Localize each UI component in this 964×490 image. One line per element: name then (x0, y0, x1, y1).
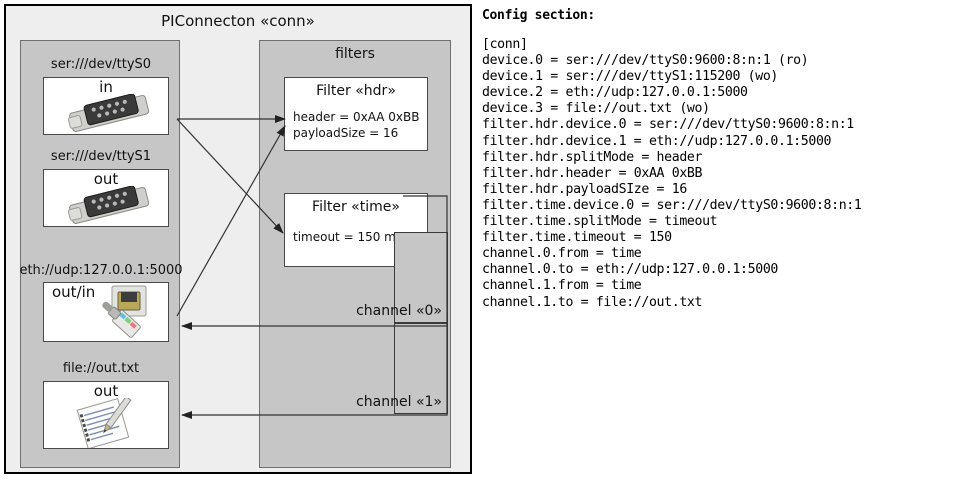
config-line: filter.time.timeout = 150 (482, 230, 672, 246)
config-line: filter.hdr.device.1 = eth://udp:127.0.0.… (482, 133, 832, 149)
filter-title-hdr: Filter «hdr» (316, 83, 396, 99)
filters-panel-title: filters (335, 46, 375, 62)
devices-panel: ser:///dev/ttyS0 in (19, 40, 183, 468)
filter-box-hdr[interactable]: Filter «hdr» header = 0xAA 0xBB payloadS… (284, 77, 428, 151)
config-line: filter.time.device.0 = ser:///dev/ttyS0:… (482, 197, 862, 213)
serial-port-icon (64, 185, 154, 225)
device-direction-eth: out/in (52, 283, 96, 301)
channel-label-0: channel «0» (356, 303, 442, 319)
config-line: channel.0.from = time (482, 246, 642, 262)
device-label-file: file://out.txt (62, 361, 140, 376)
config-listing: [conn]device.0 = ser:///dev/ttyS0:9600:8… (482, 37, 960, 311)
device-direction-file: out (93, 382, 119, 400)
filter-prop-timeout: timeout = 150 ms (293, 230, 403, 244)
config-line: device.3 = file://out.txt (wo) (482, 101, 710, 117)
config-line: device.2 = eth://udp:127.0.0.1:5000 (482, 85, 748, 101)
device-box-eth[interactable]: out/in (43, 282, 169, 342)
config-line: filter.hdr.header = 0xAA 0xBB (482, 165, 703, 181)
config-line: channel.1.from = time (482, 278, 642, 294)
diagram-frame: PIConnecton «conn» ser:///dev/ttyS0 in (4, 4, 472, 474)
filter-prop-payloadsize: payloadSize = 16 (293, 126, 399, 140)
config-panel: Config section: [conn]device.0 = ser:///… (482, 8, 960, 478)
text-document-icon (74, 395, 144, 450)
config-line: device.0 = ser:///dev/ttyS0:9600:8:n:1 (… (482, 53, 809, 69)
config-line: filter.hdr.device.0 = ser:///dev/ttyS0:9… (482, 117, 854, 133)
device-direction-ttys1: out (93, 170, 119, 188)
config-line: filter.hdr.splitMode = header (482, 149, 703, 165)
config-line: [conn] (482, 37, 528, 52)
device-label-ttys1: ser:///dev/ttyS1 (50, 149, 152, 164)
filter-prop-header: header = 0xAA 0xBB (293, 110, 420, 124)
config-line: channel.0.to = eth://udp:127.0.0.1:5000 (482, 262, 778, 278)
filters-panel: filters Filter «hdr» header = 0xAA 0xBB … (259, 40, 451, 468)
config-line: filter.hdr.payloadSIze = 16 (482, 181, 687, 197)
config-line: device.1 = ser:///dev/ttyS1:115200 (wo) (482, 69, 778, 85)
device-label-eth: eth://udp:127.0.0.1:5000 (19, 263, 183, 278)
channel-label-1: channel «1» (356, 394, 442, 410)
device-box-ttys1[interactable]: out (43, 169, 169, 227)
ethernet-jack-icon (94, 285, 166, 341)
channel-box-0[interactable]: channel «0» (356, 232, 448, 323)
device-label-ttys0: ser:///dev/ttyS0 (50, 57, 152, 72)
device-box-file[interactable]: out (43, 381, 169, 450)
serial-port-icon (64, 93, 154, 133)
device-direction-ttys0: in (99, 78, 113, 96)
config-line: channel.1.to = file://out.txt (482, 294, 703, 310)
channel-box-1[interactable]: channel «1» (356, 323, 448, 414)
page-title: PIConnecton «conn» (161, 12, 315, 30)
config-line: filter.time.splitMode = timeout (482, 214, 718, 230)
filter-title-time: Filter «time» (312, 199, 400, 215)
device-box-ttys0[interactable]: in (43, 77, 169, 135)
config-heading: Config section: (482, 8, 595, 23)
